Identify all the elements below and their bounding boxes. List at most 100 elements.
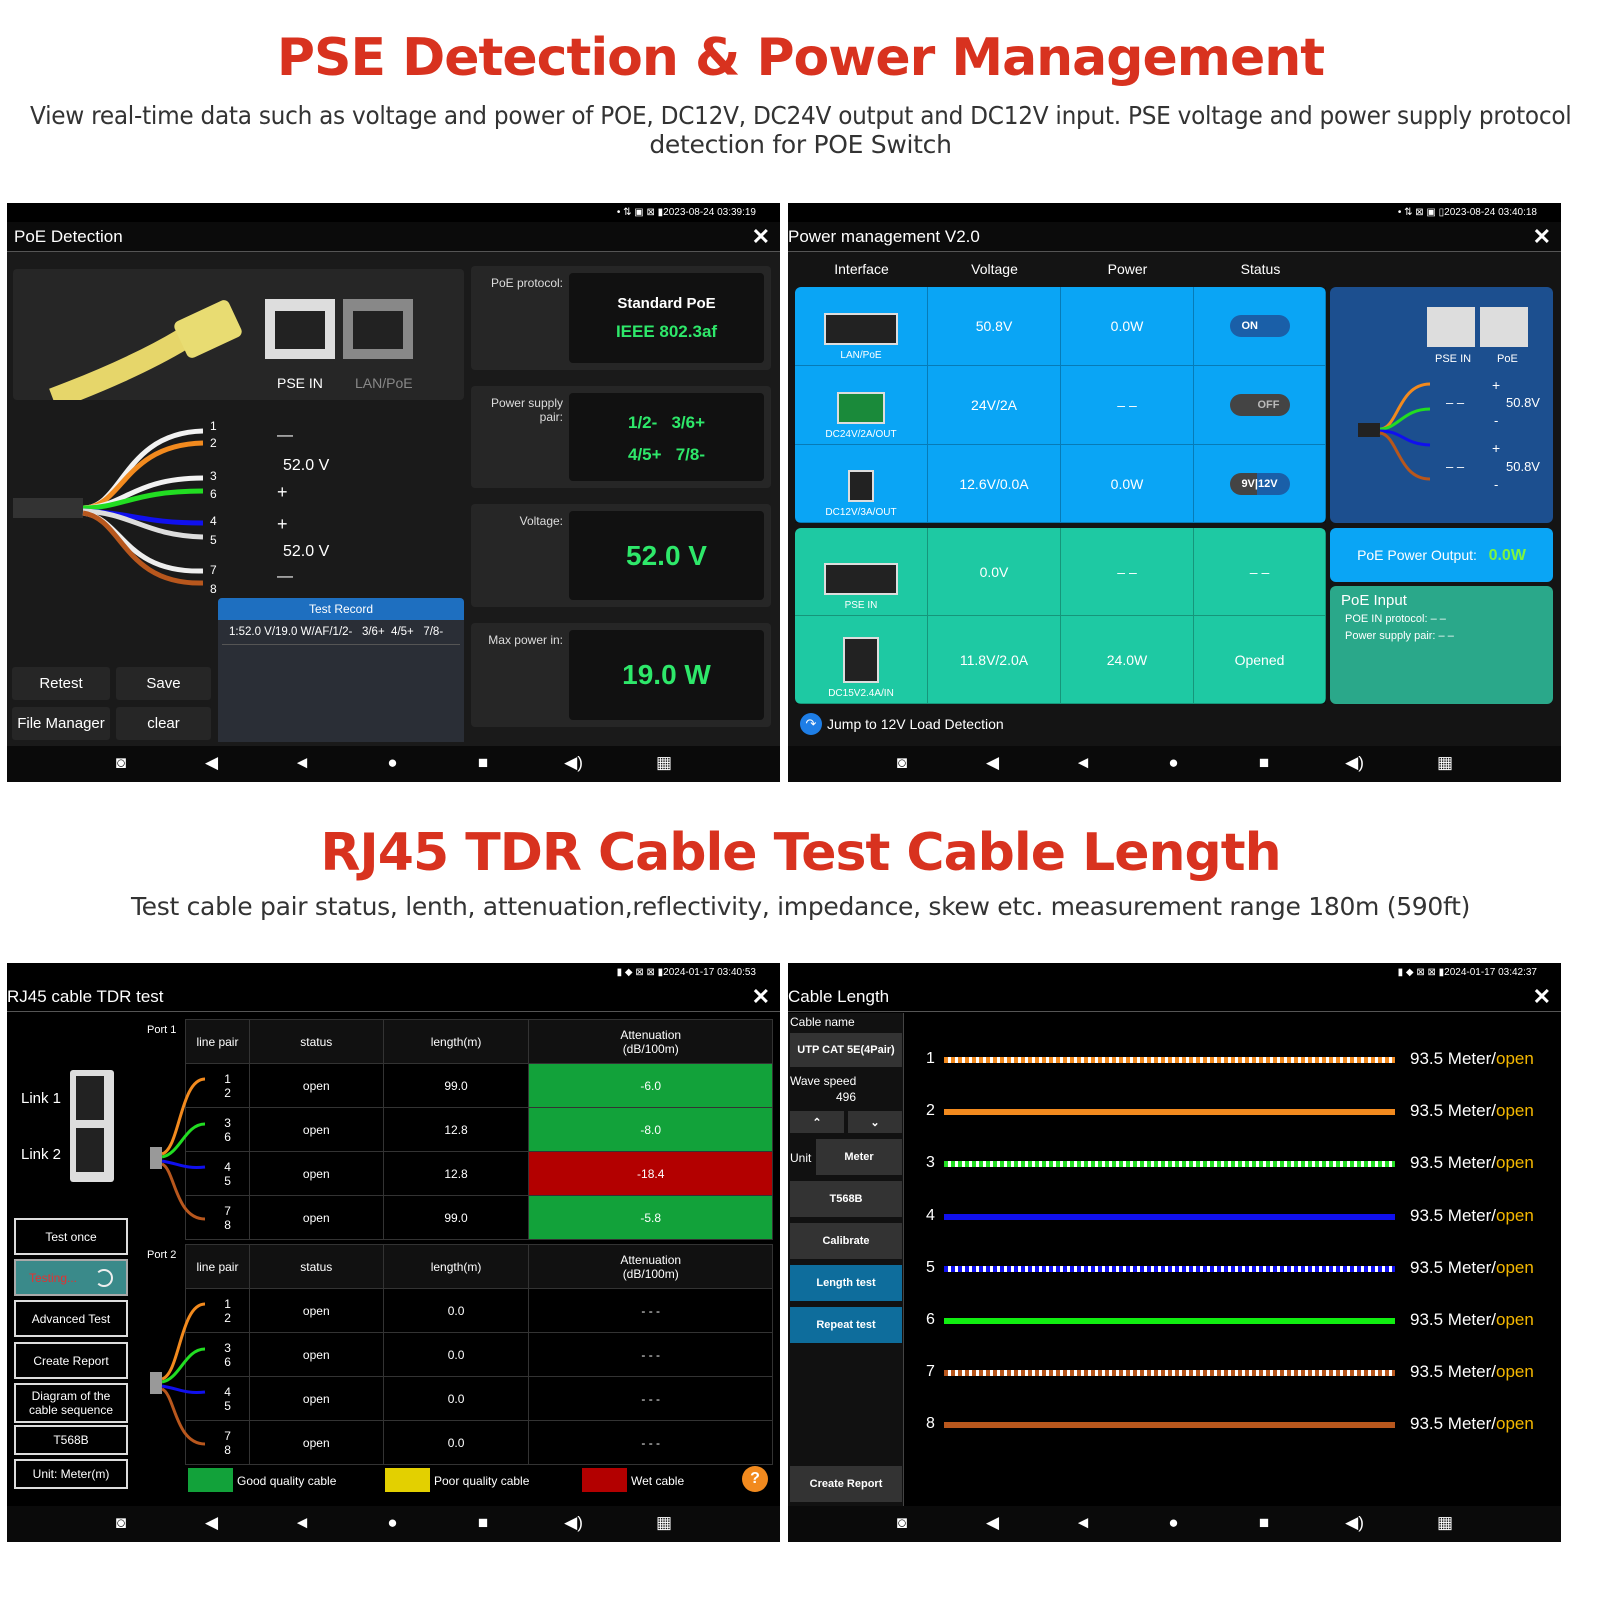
- tdr-button-4[interactable]: Diagram of the cable sequence: [14, 1383, 128, 1423]
- jump-12v-load-link[interactable]: ↷ Jump to 12V Load Detection: [800, 713, 1004, 735]
- volume-down-icon[interactable]: ◀: [204, 1513, 219, 1532]
- close-icon[interactable]: ✕: [751, 224, 770, 249]
- recent-apps-icon[interactable]: ■: [1258, 753, 1270, 772]
- back-icon[interactable]: ◄: [1074, 753, 1092, 772]
- back-icon[interactable]: ◄: [1074, 1513, 1092, 1532]
- grid-icon[interactable]: ▦: [1436, 753, 1454, 772]
- title-bar: Cable Length✕: [788, 982, 1561, 1012]
- power-cell: 24.0W: [1061, 616, 1194, 704]
- clear-button[interactable]: clear: [116, 707, 211, 740]
- retest-button[interactable]: Retest: [12, 667, 110, 700]
- pair-dash: – –: [1446, 459, 1465, 474]
- pair-status: open: [1496, 1205, 1534, 1225]
- pair-status: open: [1496, 1362, 1534, 1382]
- status-toggle-off[interactable]: OFF: [1229, 394, 1290, 416]
- grid-icon[interactable]: ▦: [1436, 1513, 1454, 1532]
- recent-apps-icon[interactable]: ■: [477, 1513, 489, 1532]
- pair-length-result: 93.5 Meter/open: [1410, 1153, 1534, 1173]
- voltage-select-toggle[interactable]: 9V|12V: [1229, 472, 1290, 495]
- status-cell[interactable]: OFF: [1194, 366, 1326, 445]
- recent-apps-icon[interactable]: ■: [1258, 1513, 1270, 1532]
- wave-speed-down-button[interactable]: ⌄: [848, 1111, 902, 1133]
- unit-select[interactable]: Meter: [816, 1139, 902, 1175]
- camera-icon[interactable]: ◙: [115, 753, 127, 772]
- cable-name-select[interactable]: UTP CAT 5E(4Pair): [790, 1033, 902, 1067]
- volume-down-icon[interactable]: ◀: [985, 753, 1000, 772]
- grid-icon[interactable]: ▦: [655, 753, 673, 772]
- voltage-cell: 11.8V/2.0A: [928, 616, 1061, 704]
- pair-number: 8: [926, 1415, 935, 1433]
- tdr-button-3[interactable]: Create Report: [14, 1342, 128, 1379]
- tdr-button-1[interactable]: Testing...: [14, 1259, 128, 1296]
- test-record-entry[interactable]: 1:52.0 V/19.0 W/AF/1/2- 3/6+ 4/5+ 7/8-: [222, 620, 460, 645]
- wave-speed-up-button[interactable]: ⌃: [790, 1111, 844, 1133]
- pin-number: 6: [210, 487, 217, 501]
- voltage-value: 52.0 V: [569, 511, 764, 600]
- pair-number: 7: [926, 1363, 935, 1381]
- camera-icon[interactable]: ◙: [896, 1513, 908, 1532]
- standard-button[interactable]: T568B: [790, 1181, 902, 1217]
- pin-number: 1: [224, 1071, 231, 1086]
- poe-protocol-label: PoE protocol:: [490, 276, 563, 290]
- cable-pair-line: [944, 1213, 1395, 1220]
- tdr-button-0[interactable]: Test once: [14, 1218, 128, 1255]
- port-label-poe: PoE: [1497, 353, 1518, 365]
- poe-in-supply-pair: Power supply pair: – –: [1345, 630, 1454, 642]
- status-bar: • ⇅ ⊠ ▣ ▯2023-08-24 03:40:18: [788, 203, 1561, 222]
- close-icon[interactable]: ✕: [1532, 224, 1551, 249]
- back-icon[interactable]: ◄: [293, 753, 311, 772]
- pair-length-result: 93.5 Meter/open: [1410, 1310, 1534, 1330]
- recent-apps-icon[interactable]: ■: [477, 753, 489, 772]
- link-1-label: Link 1: [21, 1090, 62, 1107]
- file-manager-button[interactable]: File Manager: [12, 707, 110, 740]
- power-cell: – –: [1061, 366, 1194, 445]
- status-toggle-on[interactable]: ON: [1229, 315, 1290, 337]
- grid-icon[interactable]: ▦: [655, 1513, 673, 1532]
- back-icon[interactable]: ◄: [293, 1513, 311, 1532]
- status-cell[interactable]: ON: [1194, 287, 1326, 366]
- volume-up-icon[interactable]: ◀): [1345, 753, 1364, 772]
- port-label-pse-in: PSE IN: [1435, 353, 1472, 365]
- length-test-button[interactable]: Length test: [790, 1265, 902, 1301]
- length-cell: 12.8: [382, 1107, 530, 1152]
- camera-icon[interactable]: ◙: [896, 753, 908, 772]
- home-icon[interactable]: ●: [387, 753, 398, 772]
- interface-label: PSE IN: [844, 600, 878, 611]
- tdr-button-6[interactable]: Unit: Meter(m): [14, 1459, 128, 1489]
- pin-number: 7: [210, 563, 217, 577]
- pin-number: 2: [224, 1310, 231, 1325]
- interface-label: DC24V/2A/OUT: [825, 429, 897, 440]
- repeat-test-button[interactable]: Repeat test: [790, 1307, 902, 1343]
- tdr-button-5[interactable]: T568B: [14, 1425, 128, 1455]
- interface-cell: LAN/PoE: [795, 287, 928, 366]
- calibrate-button[interactable]: Calibrate: [790, 1223, 902, 1259]
- voltage-cell: 24V/2A: [928, 366, 1061, 445]
- pin-number: 1: [224, 1296, 231, 1311]
- volume-up-icon[interactable]: ◀): [1345, 1513, 1364, 1532]
- volume-down-icon[interactable]: ◀: [985, 1513, 1000, 1532]
- status-cell[interactable]: 9V|12V: [1194, 445, 1326, 523]
- home-icon[interactable]: ●: [1168, 1513, 1179, 1532]
- close-icon[interactable]: ✕: [751, 984, 770, 1009]
- title-bar: RJ45 cable TDR test ✕: [7, 982, 780, 1012]
- home-icon[interactable]: ●: [387, 1513, 398, 1532]
- screen-title: RJ45 cable TDR test: [7, 987, 164, 1006]
- save-button[interactable]: Save: [116, 667, 211, 700]
- volume-down-icon[interactable]: ◀: [204, 753, 219, 772]
- title-bar: Power management V2.0✕: [788, 222, 1561, 252]
- tdr-button-2[interactable]: Advanced Test: [14, 1300, 128, 1337]
- volume-up-icon[interactable]: ◀): [564, 753, 583, 772]
- pair-voltage-2: 52.0 V: [283, 543, 330, 560]
- volume-up-icon[interactable]: ◀): [564, 1513, 583, 1532]
- pair-number: 5: [926, 1258, 935, 1276]
- create-report-button[interactable]: Create Report: [790, 1466, 902, 1502]
- help-icon[interactable]: ?: [742, 1466, 768, 1492]
- home-icon[interactable]: ●: [1168, 753, 1179, 772]
- length-cell: 99.0: [382, 1063, 530, 1108]
- section1-subtitle-1: View real-time data such as voltage and …: [29, 101, 1572, 130]
- supply-pair-line-1: 1/2- 3/6+: [627, 413, 706, 432]
- attenuation-cell: - - -: [528, 1288, 773, 1333]
- close-icon[interactable]: ✕: [1532, 984, 1551, 1009]
- camera-icon[interactable]: ◙: [115, 1513, 127, 1532]
